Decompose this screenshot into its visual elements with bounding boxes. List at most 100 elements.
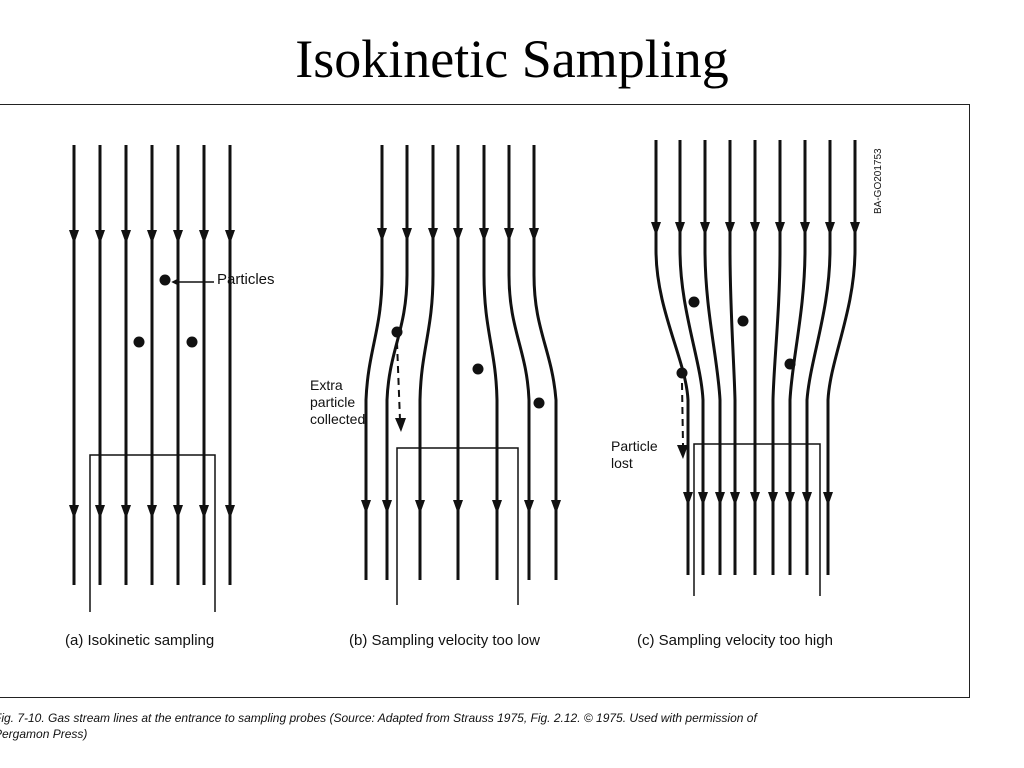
figure-caption: Fig. 7-10. Gas stream lines at the entra… xyxy=(0,710,994,742)
probe-b xyxy=(396,447,519,605)
arrowhead xyxy=(823,492,833,506)
streamline xyxy=(703,140,722,575)
particle xyxy=(784,358,796,370)
arrowhead xyxy=(415,500,425,514)
panel-c-streamlines xyxy=(654,140,857,575)
streamline xyxy=(805,140,832,575)
arrowhead xyxy=(651,222,661,236)
panel-a-caption: (a) Isokinetic sampling xyxy=(65,632,215,649)
streamline xyxy=(532,145,558,580)
arrowhead xyxy=(529,228,539,242)
arrowhead xyxy=(173,505,183,519)
figure-code: BA-GO201753 xyxy=(873,148,884,214)
arrowhead xyxy=(95,230,105,244)
label-line: lost xyxy=(611,455,633,471)
particle xyxy=(533,397,545,409)
arrowhead xyxy=(453,228,463,242)
arrowhead xyxy=(402,228,412,242)
streamline xyxy=(654,140,690,575)
arrowhead xyxy=(775,222,785,236)
arrowhead xyxy=(825,222,835,236)
probe-c xyxy=(693,443,821,596)
streamline xyxy=(826,140,857,575)
panel-a-particles xyxy=(133,274,198,348)
arrowhead xyxy=(504,228,514,242)
arrowhead xyxy=(551,500,561,514)
arrowhead xyxy=(377,228,387,242)
arrowhead xyxy=(479,228,489,242)
lost-particle-path xyxy=(681,382,684,446)
arrowhead xyxy=(492,500,502,514)
streamline xyxy=(678,140,705,575)
particle xyxy=(737,315,749,327)
panel-b-arrowheads xyxy=(361,228,561,514)
particle xyxy=(391,326,403,338)
panel-a-arrowheads xyxy=(69,230,235,519)
arrowhead xyxy=(199,505,209,519)
arrowhead xyxy=(677,445,688,459)
arrowhead xyxy=(750,492,760,506)
label-line: collected xyxy=(310,411,366,427)
arrowhead xyxy=(121,505,131,519)
streamline xyxy=(385,145,409,580)
arrowhead xyxy=(95,505,105,519)
arrowhead xyxy=(700,222,710,236)
panel-c-particles xyxy=(676,296,796,379)
extra-particle-path xyxy=(396,341,401,421)
arrowhead xyxy=(785,492,795,506)
panel-b-particles xyxy=(391,326,545,409)
streamline xyxy=(482,145,499,580)
arrowhead xyxy=(768,492,778,506)
caption-line: Pergamon Press) xyxy=(0,727,88,741)
arrowhead xyxy=(850,222,860,236)
arrowhead xyxy=(453,500,463,514)
particle xyxy=(186,336,198,348)
arrowhead xyxy=(428,228,438,242)
panel-c-arrowheads xyxy=(651,222,860,506)
streamline xyxy=(507,145,531,580)
particle-lost-label: Particle lost xyxy=(611,438,658,472)
slide-title: Isokinetic Sampling xyxy=(295,29,729,89)
arrowhead xyxy=(69,505,79,519)
arrowhead xyxy=(199,230,209,244)
streamline xyxy=(788,140,807,575)
caption-line: Fig. 7-10. Gas stream lines at the entra… xyxy=(0,711,757,725)
arrowhead xyxy=(382,500,392,514)
streamline xyxy=(364,145,384,580)
arrowhead xyxy=(121,230,131,244)
panel-c-caption: (c) Sampling velocity too high xyxy=(637,632,833,649)
particle xyxy=(159,274,171,286)
label-line: particle xyxy=(310,394,356,410)
label-line: Particle xyxy=(611,438,658,454)
arrowhead xyxy=(730,492,740,506)
arrowhead xyxy=(147,505,157,519)
arrowhead xyxy=(147,230,157,244)
arrowhead xyxy=(715,492,725,506)
arrowhead xyxy=(750,222,760,236)
panel-b-streamlines xyxy=(364,145,558,580)
streamline xyxy=(771,140,782,575)
arrowhead xyxy=(683,492,693,506)
arrowhead xyxy=(395,418,406,432)
arrowhead xyxy=(800,222,810,236)
extra-particle-label: Extra particle collected xyxy=(310,377,365,428)
panel-b-caption: (b) Sampling velocity too low xyxy=(349,632,540,649)
particles-label: Particles xyxy=(217,271,275,288)
arrowhead xyxy=(524,500,534,514)
particle xyxy=(472,363,484,375)
particle xyxy=(688,296,700,308)
arrowhead xyxy=(802,492,812,506)
arrowhead xyxy=(725,222,735,236)
figure-frame xyxy=(0,104,970,698)
particle xyxy=(676,367,688,379)
particle xyxy=(133,336,145,348)
arrowhead xyxy=(361,500,371,514)
arrowhead xyxy=(69,230,79,244)
arrowhead xyxy=(675,222,685,236)
arrowhead xyxy=(225,230,235,244)
probe-a xyxy=(89,454,216,612)
streamline xyxy=(728,140,737,575)
label-line: Extra xyxy=(310,377,343,393)
arrowhead xyxy=(173,230,183,244)
